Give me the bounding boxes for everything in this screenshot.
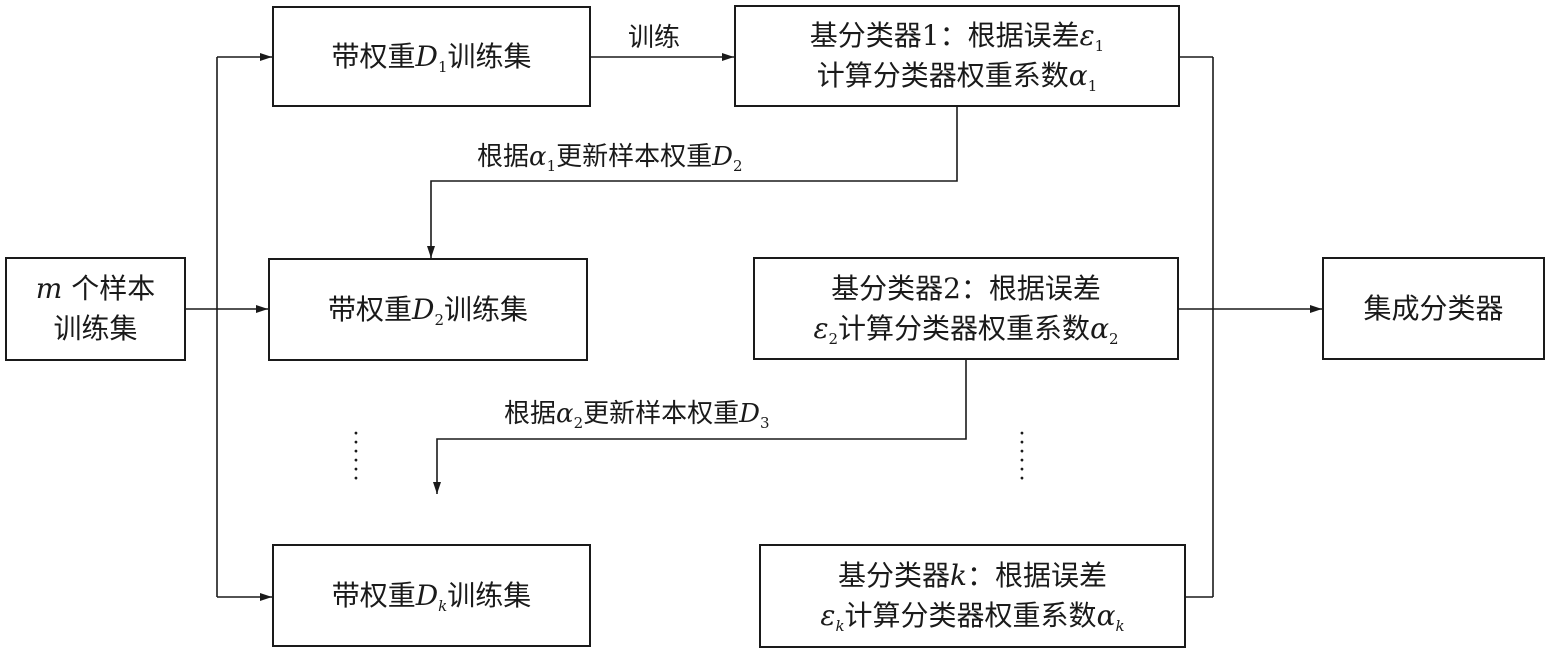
ellipsis-dot: · xyxy=(352,431,360,456)
base-classifier-k-line1-suffix: ：根据误差 xyxy=(966,559,1107,592)
base-classifier-1-line1-text: 基分类器1：根据误差 xyxy=(809,19,1080,52)
weighted-set-k-sub: k xyxy=(438,596,448,615)
base-classifier-2-error-sub: 2 xyxy=(828,329,839,348)
weighted-set-1-sub: 1 xyxy=(437,57,448,76)
update-1-alpha: α xyxy=(529,142,547,172)
base-classifier-1-line2: 计算分类器权重系数α1 xyxy=(817,56,1097,96)
weighted-set-2-box: 带权重D2训练集 xyxy=(268,258,588,361)
weighted-set-2-var: D xyxy=(412,292,435,326)
base-classifier-2-alpha-sub: 2 xyxy=(1108,329,1119,348)
input-box-line2: 训练集 xyxy=(53,312,138,345)
base-classifier-2-line2: ε2计算分类器权重系数α2 xyxy=(813,309,1118,349)
weighted-set-1-label: 带权重D1训练集 xyxy=(331,37,531,77)
input-training-set-box: m 个样本 训练集 xyxy=(5,257,186,361)
ellipsis-dot: · xyxy=(352,422,360,447)
base-classifier-k-error-sub: k xyxy=(835,617,845,635)
update-2-prefix: 根据 xyxy=(504,399,557,429)
weighted-set-1-box: 带权重D1训练集 xyxy=(272,6,591,107)
ensemble-classifier-label: 集成分类器 xyxy=(1363,291,1504,325)
base-classifier-1-error-sub: 1 xyxy=(1094,37,1105,55)
base-classifier-2-error-var: ε xyxy=(813,311,829,345)
vertical-ellipsis-left: · · · · · · xyxy=(346,424,366,491)
base-classifier-k-line2: εk计算分类器权重系数αk xyxy=(820,596,1124,636)
update-arrow-1 xyxy=(427,107,958,258)
update-2-var: D xyxy=(739,399,760,429)
weighted-set-k-box: 带权重Dk训练集 xyxy=(272,544,591,647)
base-classifier-2-line1: 基分类器2：根据误差 xyxy=(831,271,1101,305)
base-classifier-1-alpha-sub: 1 xyxy=(1087,77,1098,95)
ellipsis-dot: · xyxy=(1018,449,1026,474)
vertical-ellipsis-right: · · · · · · xyxy=(1012,424,1032,491)
input-box-line1-rest: 个样本 xyxy=(71,272,156,305)
weighted-set-k-prefix: 带权重 xyxy=(331,578,416,612)
ensemble-classifier-box: 集成分类器 xyxy=(1322,257,1545,360)
update-1-var: D xyxy=(712,142,733,172)
base-classifier-k-error-var: ε xyxy=(820,599,836,632)
base-classifier-k-line1: 基分类器k：根据误差 xyxy=(838,556,1107,596)
ellipsis-dot: · xyxy=(352,467,360,492)
update-weights-label-1: 根据α1更新样本权重D2 xyxy=(477,141,743,175)
input-box-line1: m 个样本 xyxy=(36,269,155,309)
base-classifier-2-box: 基分类器2：根据误差 ε2计算分类器权重系数α2 xyxy=(753,257,1179,360)
base-classifier-1-line1: 基分类器1：根据误差ε1 xyxy=(810,16,1104,56)
base-classifier-2-line2-text: 计算分类器权重系数 xyxy=(838,311,1091,345)
base-classifier-1-box: 基分类器1：根据误差ε1 计算分类器权重系数α1 xyxy=(734,5,1180,107)
weighted-set-2-prefix: 带权重 xyxy=(327,292,412,326)
ellipsis-dot: · xyxy=(1018,458,1026,483)
base-classifier-k-var: k xyxy=(950,559,967,592)
update-1-alpha-sub: 1 xyxy=(546,157,557,175)
update-2-var-sub: 3 xyxy=(760,414,770,432)
update-weights-label-2: 根据α2更新样本权重D3 xyxy=(504,398,770,432)
update-1-prefix: 根据 xyxy=(477,142,530,172)
train-label: 训练 xyxy=(628,23,681,53)
weighted-set-2-suffix: 训练集 xyxy=(444,292,529,326)
ellipsis-dot: · xyxy=(1018,440,1026,465)
input-box-line1-text: m xyxy=(35,272,63,305)
weighted-set-2-label: 带权重D2训练集 xyxy=(328,290,528,330)
base-classifier-k-alpha-var: α xyxy=(1096,599,1116,632)
ellipsis-dot: · xyxy=(1018,431,1026,456)
base-classifier-k-box: 基分类器k：根据误差 εk计算分类器权重系数αk xyxy=(759,544,1186,648)
ellipsis-dot: · xyxy=(352,458,360,483)
weighted-set-k-suffix: 训练集 xyxy=(447,578,532,612)
ellipsis-dot: · xyxy=(1018,422,1026,447)
base-classifier-k-alpha-sub: k xyxy=(1115,617,1125,635)
ellipsis-dot: · xyxy=(352,449,360,474)
base-classifier-1-error-var: ε xyxy=(1079,19,1095,52)
weighted-set-2-sub: 2 xyxy=(434,310,444,329)
base-classifier-1-alpha-var: α xyxy=(1068,59,1088,92)
update-1-var-sub: 2 xyxy=(733,157,743,175)
update-2-alpha-sub: 2 xyxy=(573,414,584,432)
update-2-alpha: α xyxy=(556,399,574,429)
update-arrow-2 xyxy=(433,360,967,494)
weighted-set-1-var: D xyxy=(415,39,438,73)
weighted-set-k-var: D xyxy=(415,578,439,612)
base-classifier-k-line1-prefix: 基分类器 xyxy=(838,559,951,592)
ellipsis-dot: · xyxy=(1018,467,1026,492)
base-classifier-1-line2-text: 计算分类器权重系数 xyxy=(816,59,1069,92)
base-classifier-2-alpha-var: α xyxy=(1090,311,1109,345)
ellipsis-dot: · xyxy=(352,440,360,465)
base-classifier-k-line2-text: 计算分类器权重系数 xyxy=(844,599,1097,632)
update-1-text: 更新样本权重 xyxy=(556,142,713,172)
update-2-text: 更新样本权重 xyxy=(583,399,740,429)
weighted-set-k-label: 带权重Dk训练集 xyxy=(332,576,532,616)
weighted-set-1-suffix: 训练集 xyxy=(447,39,532,73)
weighted-set-1-prefix: 带权重 xyxy=(331,39,416,73)
